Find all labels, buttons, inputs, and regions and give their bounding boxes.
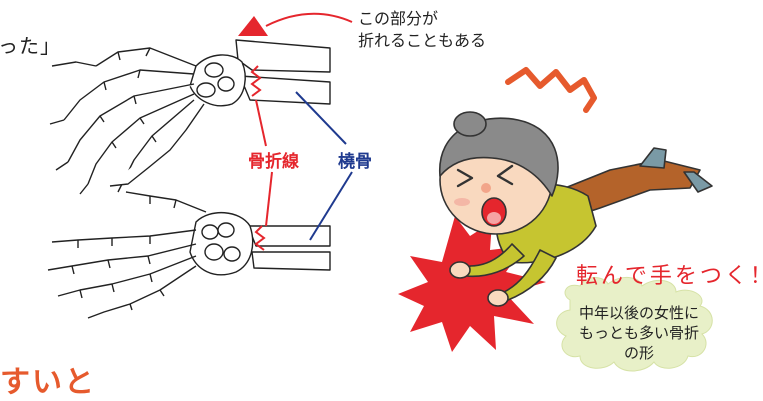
note-line-1: 中年以後の女性に <box>578 304 699 322</box>
note-bubble <box>556 277 713 372</box>
note-text: 中年以後の女性に もっとも多い骨折 の形 <box>565 303 713 363</box>
lower-hand-skeleton <box>47 191 331 319</box>
lower-fracture-line <box>254 225 266 251</box>
upper-fracture-line <box>250 65 262 97</box>
radius-bone-label: 橈骨 <box>338 152 372 172</box>
fall-caption: 転んで手をつく！ <box>576 264 763 289</box>
fracture-leader-lines <box>255 99 273 227</box>
alarm-mark-icon <box>505 67 597 113</box>
callout-curve <box>265 12 353 27</box>
falling-woman-illustration <box>439 111 713 307</box>
note-line-3: の形 <box>623 344 654 362</box>
callout-line-2: 折れることもある <box>358 31 487 50</box>
arrowhead-icon <box>238 16 268 36</box>
fracture-line-label: 骨折線 <box>248 152 299 172</box>
section-heading-fragment: すいと <box>0 365 96 400</box>
fracture-callout: この部分が 折れることもある <box>358 8 486 52</box>
prior-paragraph-fragment: った」 <box>0 34 61 58</box>
radius-leader-lines <box>295 91 353 241</box>
note-line-2: もっとも多い骨折 <box>578 324 699 342</box>
illustration-canvas <box>47 12 713 372</box>
callout-line-1: この部分が <box>358 9 439 28</box>
upper-hand-skeleton <box>49 39 331 195</box>
